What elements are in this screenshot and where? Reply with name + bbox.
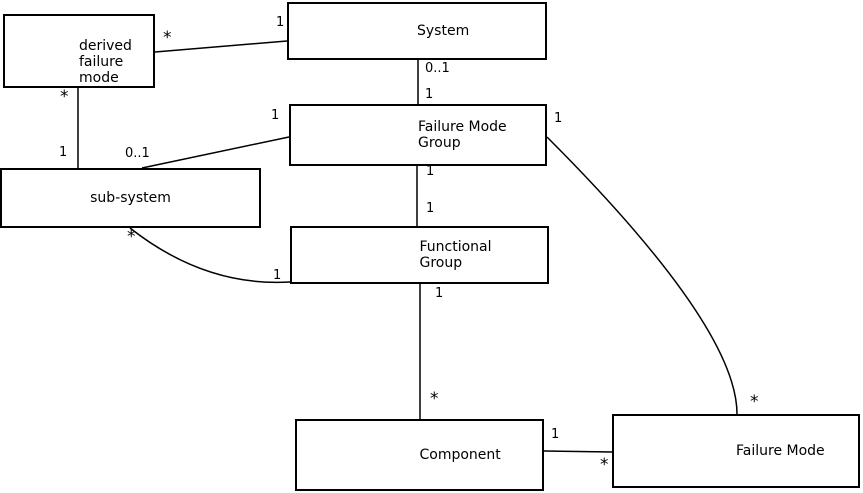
edge-component-failure-mode [543, 450, 613, 453]
multiplicity-functional-group-left: 1 [273, 268, 282, 283]
multiplicity-derived-failure-mode-bottom: * [60, 87, 69, 107]
node-failure-mode-group-label: Failure Mode Group [418, 119, 507, 151]
node-functional-group-label: Functional Group [419, 239, 492, 271]
node-sub-system: sub-system [0, 168, 261, 228]
node-sub-system-label: sub-system [90, 190, 171, 206]
node-component: Component [295, 419, 544, 491]
edge-failure-mode-group-failure-mode [546, 136, 738, 415]
edge-system-derived-failure-mode [154, 40, 288, 53]
node-derived-failure-mode-label: derived failure mode [79, 38, 132, 86]
multiplicity-failure-mode-group-top: 1 [425, 87, 434, 102]
multiplicity-derived-failure-mode-end: * [163, 28, 172, 48]
node-component-label: Component [419, 447, 501, 463]
multiplicity-sub-system-top-right: 0..1 [125, 146, 150, 161]
node-failure-mode: Failure Mode [612, 414, 860, 488]
multiplicity-failure-mode-group-bottom: 1 [426, 164, 435, 179]
multiplicity-sub-system-top: 1 [59, 145, 68, 160]
multiplicity-component-right: 1 [551, 427, 560, 442]
multiplicity-failure-mode-group-left: 1 [271, 108, 280, 123]
multiplicity-system-bottom: 0..1 [425, 61, 450, 76]
node-failure-mode-label: Failure Mode [736, 443, 825, 459]
edge-failure-mode-group-sub-system [141, 136, 290, 169]
edge-sub-system-functional-group [129, 227, 291, 284]
multiplicity-failure-mode-top: * [750, 392, 759, 412]
node-functional-group: Functional Group [290, 226, 549, 284]
multiplicity-failure-mode-left: * [600, 455, 609, 475]
node-failure-mode-group: Failure Mode Group [289, 104, 547, 166]
node-system: System [287, 2, 547, 60]
multiplicity-failure-mode-group-right: 1 [554, 111, 563, 126]
node-derived-failure-mode: derived failure mode [3, 14, 155, 88]
multiplicity-sub-system-bottom: * [127, 227, 136, 247]
multiplicity-system-end: 1 [276, 15, 285, 30]
multiplicity-component-top: * [430, 389, 439, 409]
node-system-label: System [417, 23, 470, 39]
multiplicity-functional-group-top: 1 [426, 201, 435, 216]
multiplicity-functional-group-bottom: 1 [435, 286, 444, 301]
